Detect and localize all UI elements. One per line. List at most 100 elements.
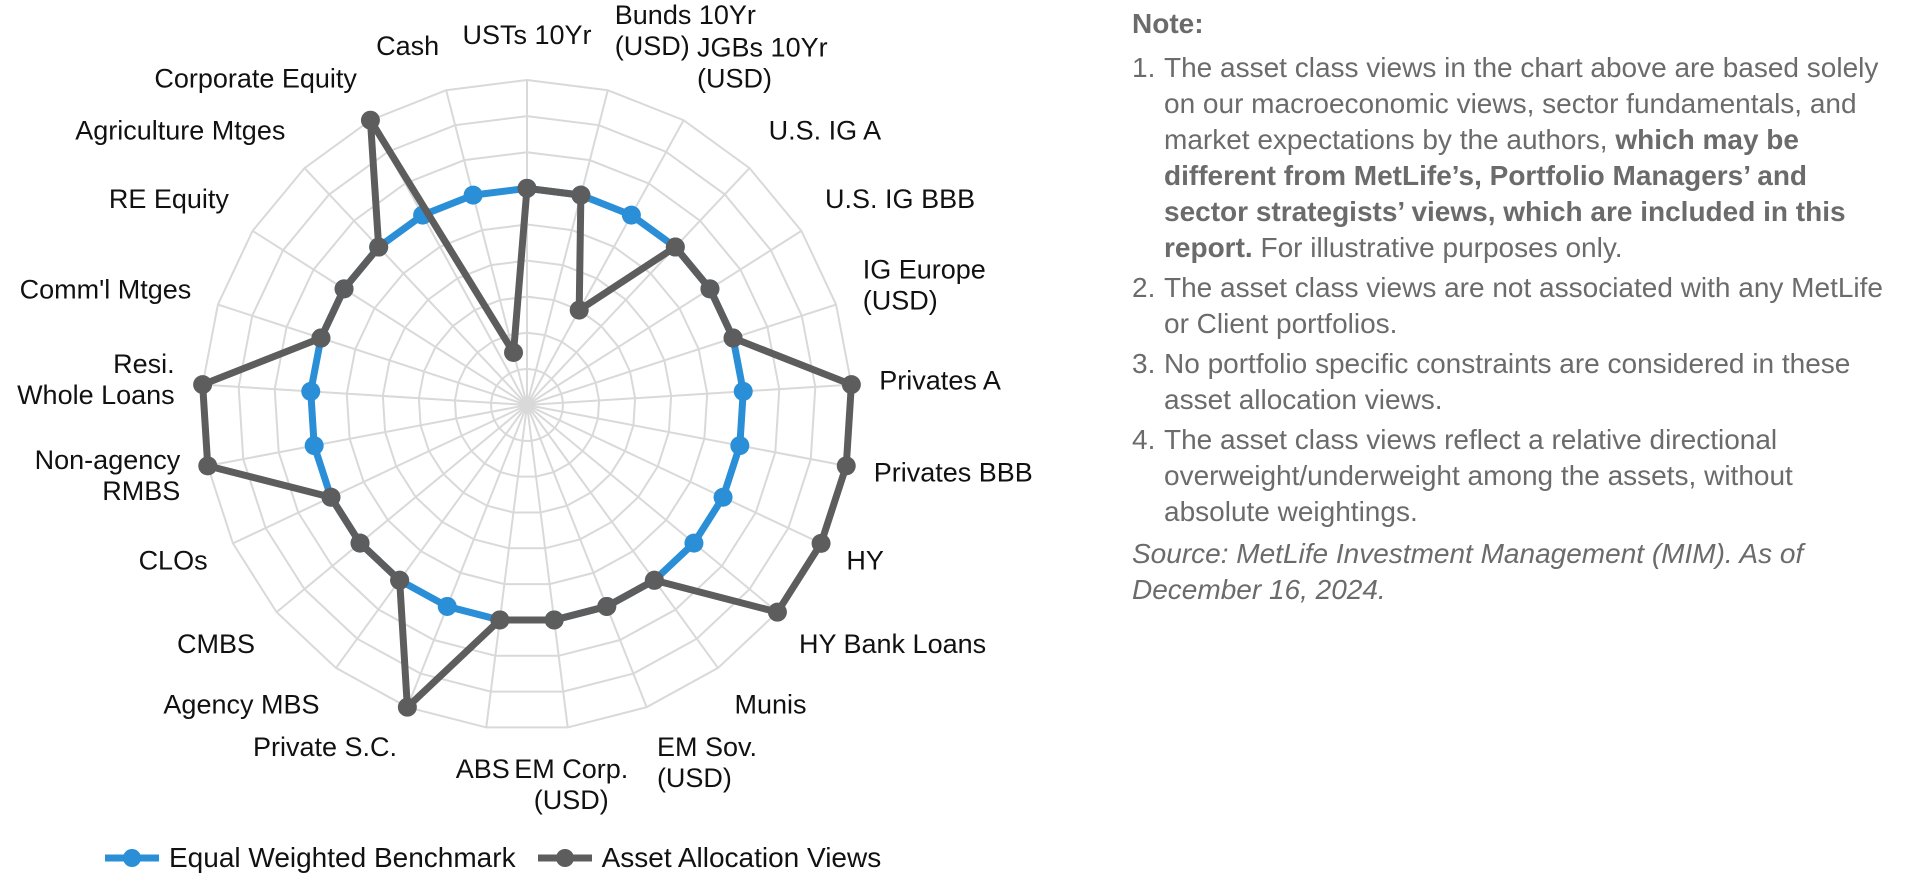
- note-item: 3. No portfolio specific constraints are…: [1132, 346, 1892, 418]
- grid-spoke: [526, 404, 648, 708]
- data-point-views: [311, 328, 331, 348]
- data-point-views: [836, 456, 856, 476]
- axis-label: U.S. IG BBB: [825, 184, 975, 214]
- axis-label: Comm'l Mtges: [20, 275, 192, 305]
- note-item: 4. The asset class views reflect a relat…: [1132, 422, 1892, 530]
- grid-ring: [489, 367, 565, 442]
- data-point-views: [334, 279, 354, 299]
- axis-label: Agriculture Mtges: [75, 116, 285, 146]
- axis-label-line: RMBS: [102, 476, 180, 506]
- data-point-views: [321, 487, 341, 507]
- axis-label-line: Resi.: [113, 349, 175, 379]
- axis-label-line: CLOs: [139, 545, 208, 575]
- grid-spoke: [232, 404, 528, 545]
- series-line-views: [199, 116, 855, 711]
- axis-label-line: CMBS: [177, 629, 255, 659]
- axis-label: Bunds 10Yr(USD): [615, 0, 756, 61]
- data-point-benchmark: [684, 533, 704, 553]
- axis-label-line: ABS: [456, 754, 510, 784]
- axis-label-line: JGBs 10Yr: [697, 33, 828, 63]
- grid-spoke: [303, 167, 528, 406]
- grid-spoke: [526, 119, 685, 406]
- axis-label-line: RE Equity: [109, 184, 230, 214]
- grid-ring: [201, 78, 853, 729]
- data-point-views: [597, 596, 617, 616]
- data-point-views: [767, 602, 787, 622]
- legend-swatch-views: [537, 849, 592, 867]
- note-number: 2.: [1132, 272, 1156, 303]
- data-point-views: [723, 328, 743, 348]
- grid-spoke: [207, 404, 528, 467]
- note-text-after: For illustrative purposes only.: [1260, 232, 1623, 263]
- data-point-benchmark: [463, 185, 483, 205]
- legend-item-benchmark: Equal Weighted Benchmark: [105, 842, 516, 874]
- source-note: Source: MetLife Investment Management (M…: [1132, 538, 1804, 605]
- axis-label: CMBS: [177, 629, 255, 659]
- data-point-views: [665, 237, 685, 257]
- axis-label: Resi.Whole Loans: [17, 349, 175, 410]
- axis-label-line: EM Corp.: [514, 754, 628, 784]
- data-point-views: [504, 343, 524, 363]
- note-list: 1. The asset class views in the chart ab…: [1132, 50, 1892, 530]
- data-point-views: [811, 533, 831, 553]
- axis-label: IG Europe(USD): [863, 254, 986, 315]
- axis-label: Agency MBS: [163, 690, 319, 720]
- grid-spoke: [526, 404, 847, 467]
- grid-spoke: [526, 167, 751, 406]
- axis-label-line: U.S. IG BBB: [825, 184, 975, 214]
- data-point-views: [350, 533, 370, 553]
- grid-spoke: [406, 404, 528, 708]
- axis-label: Private S.C.: [253, 732, 397, 762]
- axis-label-line: (USD): [863, 285, 938, 315]
- axis-label: Privates BBB: [874, 458, 1033, 488]
- data-point-benchmark: [301, 381, 321, 401]
- axis-label: Cash: [376, 31, 439, 61]
- axis-label-line: Private S.C.: [253, 732, 397, 762]
- legend-item-views: Asset Allocation Views: [537, 842, 882, 874]
- axis-label: HY: [846, 545, 884, 575]
- grid-spoke: [526, 383, 852, 406]
- axis-label-line: Non-agency: [35, 445, 181, 475]
- data-point-views: [198, 456, 218, 476]
- grid-ring: [381, 259, 673, 550]
- note-text-bold: which may be different from MetLife’s, P…: [1164, 124, 1846, 263]
- note-text: The asset class views are not associated…: [1164, 272, 1884, 339]
- note-text: The asset class views reflect a relative…: [1164, 424, 1793, 527]
- grid-spoke: [526, 303, 837, 406]
- note-title: Note:: [1132, 8, 1204, 39]
- note-text: The asset class views in the chart above…: [1164, 50, 1892, 266]
- axis-label-line: HY: [846, 545, 884, 575]
- axis-label-line: IG Europe: [863, 254, 986, 284]
- note-text-plain: The asset class views in the chart above…: [1164, 52, 1879, 155]
- note-number: 1.: [1132, 52, 1156, 83]
- axis-label: EM Corp.(USD): [514, 754, 628, 815]
- axis-label-line: Corporate Equity: [154, 64, 357, 94]
- note-item: 2. The asset class views are not associa…: [1132, 270, 1892, 342]
- legend-label-views: Asset Allocation Views: [601, 842, 882, 873]
- chart-legend: Equal Weighted Benchmark Asset Allocatio…: [105, 838, 881, 878]
- grid-spoke: [252, 230, 528, 406]
- note-item: 1. The asset class views in the chart ab…: [1132, 50, 1892, 266]
- axis-label-line: Agriculture Mtges: [75, 116, 285, 146]
- axis-label-line: U.S. IG A: [769, 116, 882, 146]
- note-text: No portfolio specific constraints are co…: [1164, 348, 1851, 415]
- data-point-benchmark: [713, 487, 733, 507]
- grid-ring: [417, 295, 637, 514]
- axis-label-line: (USD): [534, 785, 609, 815]
- data-point-views: [517, 178, 537, 198]
- data-point-views: [397, 697, 417, 717]
- axis-label-line: Privates A: [879, 365, 1001, 395]
- axis-label-line: (USD): [615, 31, 690, 61]
- axis-label: USTs 10Yr: [462, 20, 591, 50]
- axis-label-line: Whole Loans: [17, 380, 175, 410]
- grid-spoke: [526, 404, 569, 728]
- data-point-views: [644, 570, 664, 590]
- grid-spoke: [526, 404, 779, 613]
- axis-label: Privates A: [879, 365, 1001, 395]
- grid-spoke: [217, 303, 528, 406]
- data-point-benchmark: [621, 205, 641, 225]
- axis-label: HY Bank Loans: [799, 629, 986, 659]
- note-panel: Note: 1. The asset class views in the ch…: [1132, 6, 1892, 608]
- axis-label-line: Munis: [734, 690, 806, 720]
- note-number: 4.: [1132, 424, 1156, 455]
